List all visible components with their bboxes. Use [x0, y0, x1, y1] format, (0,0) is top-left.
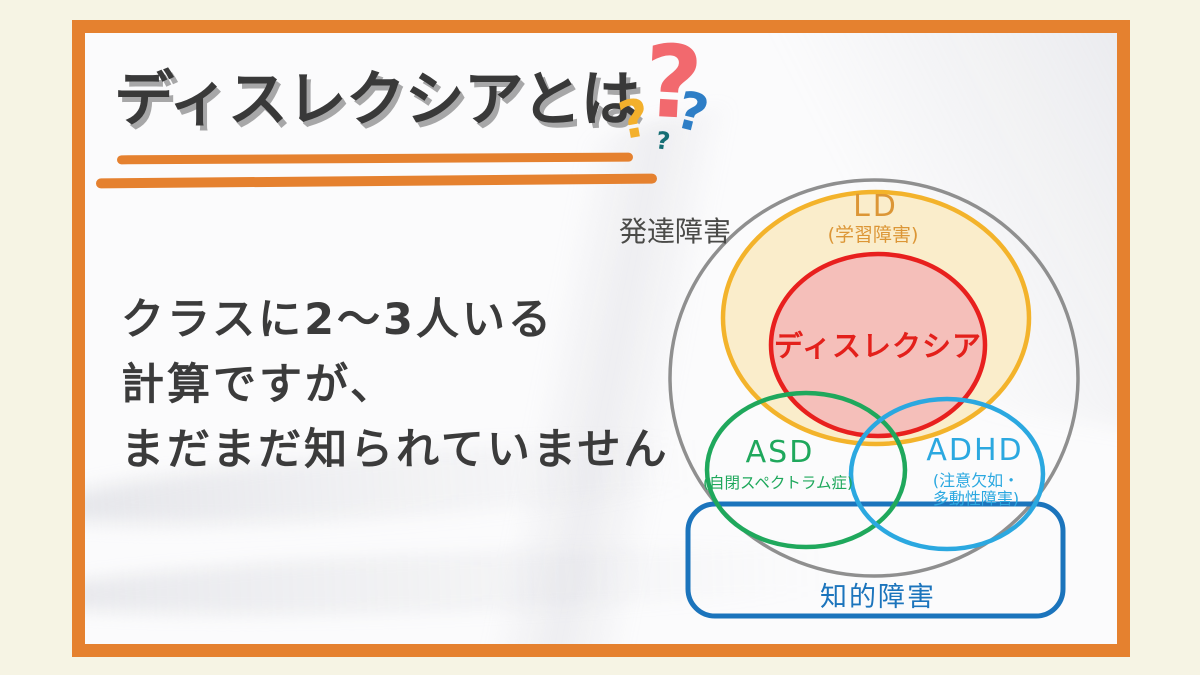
intellectual-disability-label: 知的障害 [820, 582, 936, 613]
adhd-sublabel-line1: (注意欠如・ [933, 471, 1019, 490]
dyslexia-label: ディスレクシア [774, 329, 982, 363]
asd-circle [704, 390, 908, 550]
ld-label: LD [853, 189, 899, 224]
ld-sublabel: (学習障害) [828, 224, 919, 246]
asd-label: ASD [746, 435, 815, 470]
body-text: クラスに2〜3人いる 計算ですが、 まだまだ知られていません [121, 288, 670, 483]
developmental-disorder-circle [668, 178, 1080, 578]
adhd-sublabel-line2: 多動性障害) [933, 489, 1019, 508]
developmental-disorder-label: 発達障害 [619, 215, 731, 248]
body-line-1: クラスに2〜3人いる [121, 295, 554, 345]
asd-sublabel: (自閉スペクトラム症) [703, 474, 853, 492]
intellectual-disability-box [685, 501, 1066, 619]
body-line-2: 計算ですが、 [121, 360, 397, 410]
body-line-3: まだまだ知られていません [121, 425, 670, 475]
adhd-circle [848, 396, 1046, 552]
page-title: ディスレクシアとは [114, 65, 641, 135]
adhd-label: ADHD [926, 433, 1023, 468]
dyslexia-circle [768, 251, 988, 439]
